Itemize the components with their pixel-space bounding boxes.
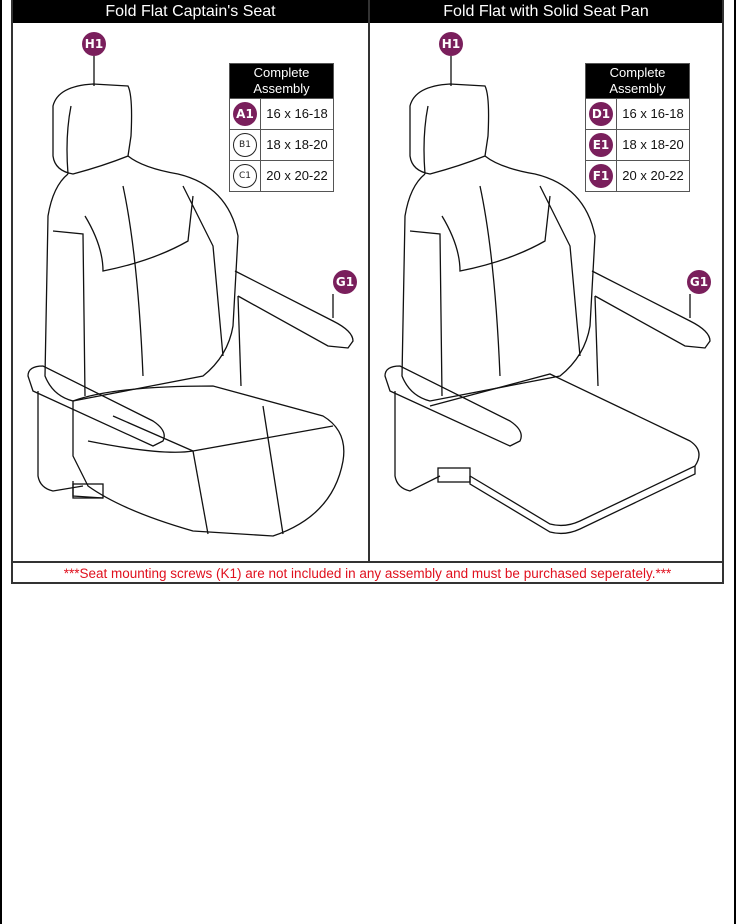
table-row: B1 18 x 18-20 — [230, 129, 333, 160]
callout-e1[interactable]: E1 — [589, 133, 613, 157]
table-row: F1 20 x 20-22 — [586, 160, 689, 191]
panel-title-solid-seat-pan: Fold Flat with Solid Seat Pan — [370, 0, 722, 23]
complete-assembly-table-right: Complete Assembly D1 16 x 16-18 E1 18 x … — [585, 63, 690, 192]
table-row: A1 16 x 16-18 — [230, 98, 333, 129]
table-row: C1 20 x 20-22 — [230, 160, 333, 191]
callout-headrest-left[interactable]: H1 — [82, 32, 106, 56]
solid-seat-pan-illustration — [384, 56, 711, 535]
callout-f1[interactable]: F1 — [589, 164, 613, 188]
size-value: 20 x 20-22 — [622, 168, 684, 183]
size-value: 18 x 18-20 — [622, 137, 684, 152]
table-row: D1 16 x 16-18 — [586, 98, 689, 129]
parts-diagram-sheet: Fold Flat Captain's Seat Fold Flat with … — [11, 0, 724, 584]
complete-assembly-table-left: Complete Assembly A1 16 x 16-18 B1 18 x … — [229, 63, 334, 192]
size-value: 16 x 16-18 — [266, 106, 328, 121]
captains-seat-illustration — [27, 56, 354, 537]
size-value: 18 x 18-20 — [266, 137, 328, 152]
callout-armrest-left[interactable]: G1 — [333, 270, 357, 294]
page-border-right — [734, 0, 736, 924]
size-value: 16 x 16-18 — [622, 106, 684, 121]
mounting-screws-note: ***Seat mounting screws (K1) are not inc… — [13, 561, 722, 582]
callout-d1[interactable]: D1 — [589, 102, 613, 126]
callout-b1[interactable]: B1 — [233, 133, 257, 157]
callout-armrest-right[interactable]: G1 — [687, 270, 711, 294]
page-border-left — [0, 0, 2, 924]
callout-headrest-right[interactable]: H1 — [439, 32, 463, 56]
panel-title-captains-seat: Fold Flat Captain's Seat — [13, 0, 368, 23]
callout-c1[interactable]: C1 — [233, 164, 257, 188]
table-header: Complete Assembly — [230, 64, 333, 98]
table-row: E1 18 x 18-20 — [586, 129, 689, 160]
size-value: 20 x 20-22 — [266, 168, 328, 183]
table-header: Complete Assembly — [586, 64, 689, 98]
panel-divider — [368, 0, 370, 561]
callout-a1[interactable]: A1 — [233, 102, 257, 126]
